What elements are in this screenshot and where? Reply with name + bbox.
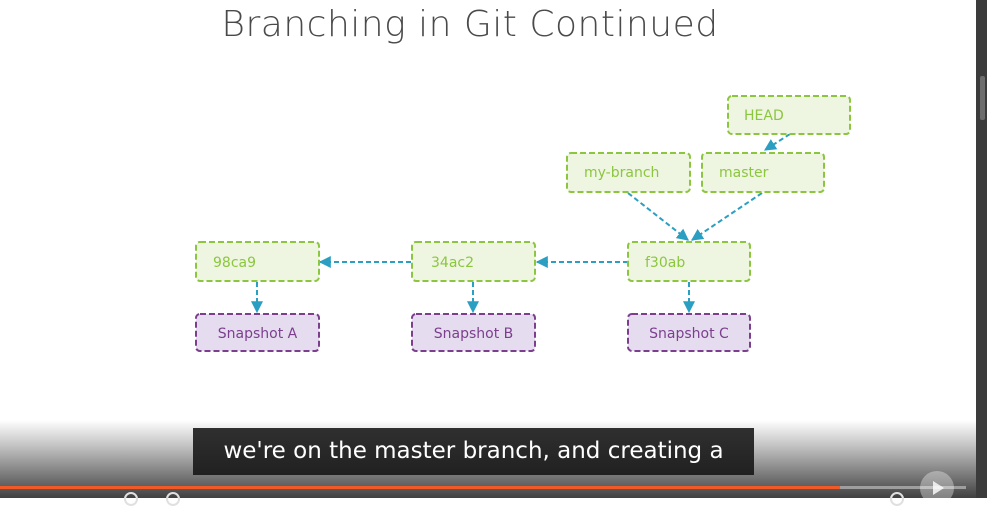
head-pointer-box [727,95,851,135]
slide: Branching in Git Continued [195,4,851,352]
volume-icon[interactable] [124,492,138,506]
arrow-master-to-f30ab [691,192,763,241]
arrow-head-to-master [763,133,791,151]
subtitle-caption: we're on the master branch, and creating… [193,428,754,475]
snapshot-box-c [627,313,751,352]
commit-label-34ac2: 34ac2 [431,255,474,271]
play-icon [933,481,944,495]
commit-box-34ac2 [411,241,536,282]
arrow-mybranch-to-f30ab [627,192,689,241]
head-label: HEAD [744,108,784,124]
git-branch-diagram: HEAD my-branch master 98ca9 34ac2 f30ab … [195,95,851,352]
snapshot-box-b [411,313,536,352]
scrollbar[interactable] [976,0,987,498]
my-branch-label: my-branch [584,165,659,181]
snapshot-label-a: Snapshot A [218,326,298,342]
master-pointer-box [701,152,825,193]
my-branch-pointer-box [566,152,691,193]
settings-icon[interactable] [166,492,180,506]
snapshot-box-a [195,313,320,352]
slide-title: Branching in Git Continued [221,4,719,45]
master-label: master [719,165,769,181]
play-button[interactable] [920,471,954,505]
snapshot-label-c: Snapshot C [649,326,729,342]
commit-label-f30ab: f30ab [645,255,685,271]
commit-label-98ca9: 98ca9 [213,255,256,271]
snapshot-label-b: Snapshot B [434,326,514,342]
progress-fill[interactable] [0,486,841,489]
scrollbar-thumb[interactable] [980,76,985,120]
commit-box-f30ab [627,241,751,282]
commit-box-98ca9 [195,241,320,282]
fullscreen-icon[interactable] [890,492,904,506]
